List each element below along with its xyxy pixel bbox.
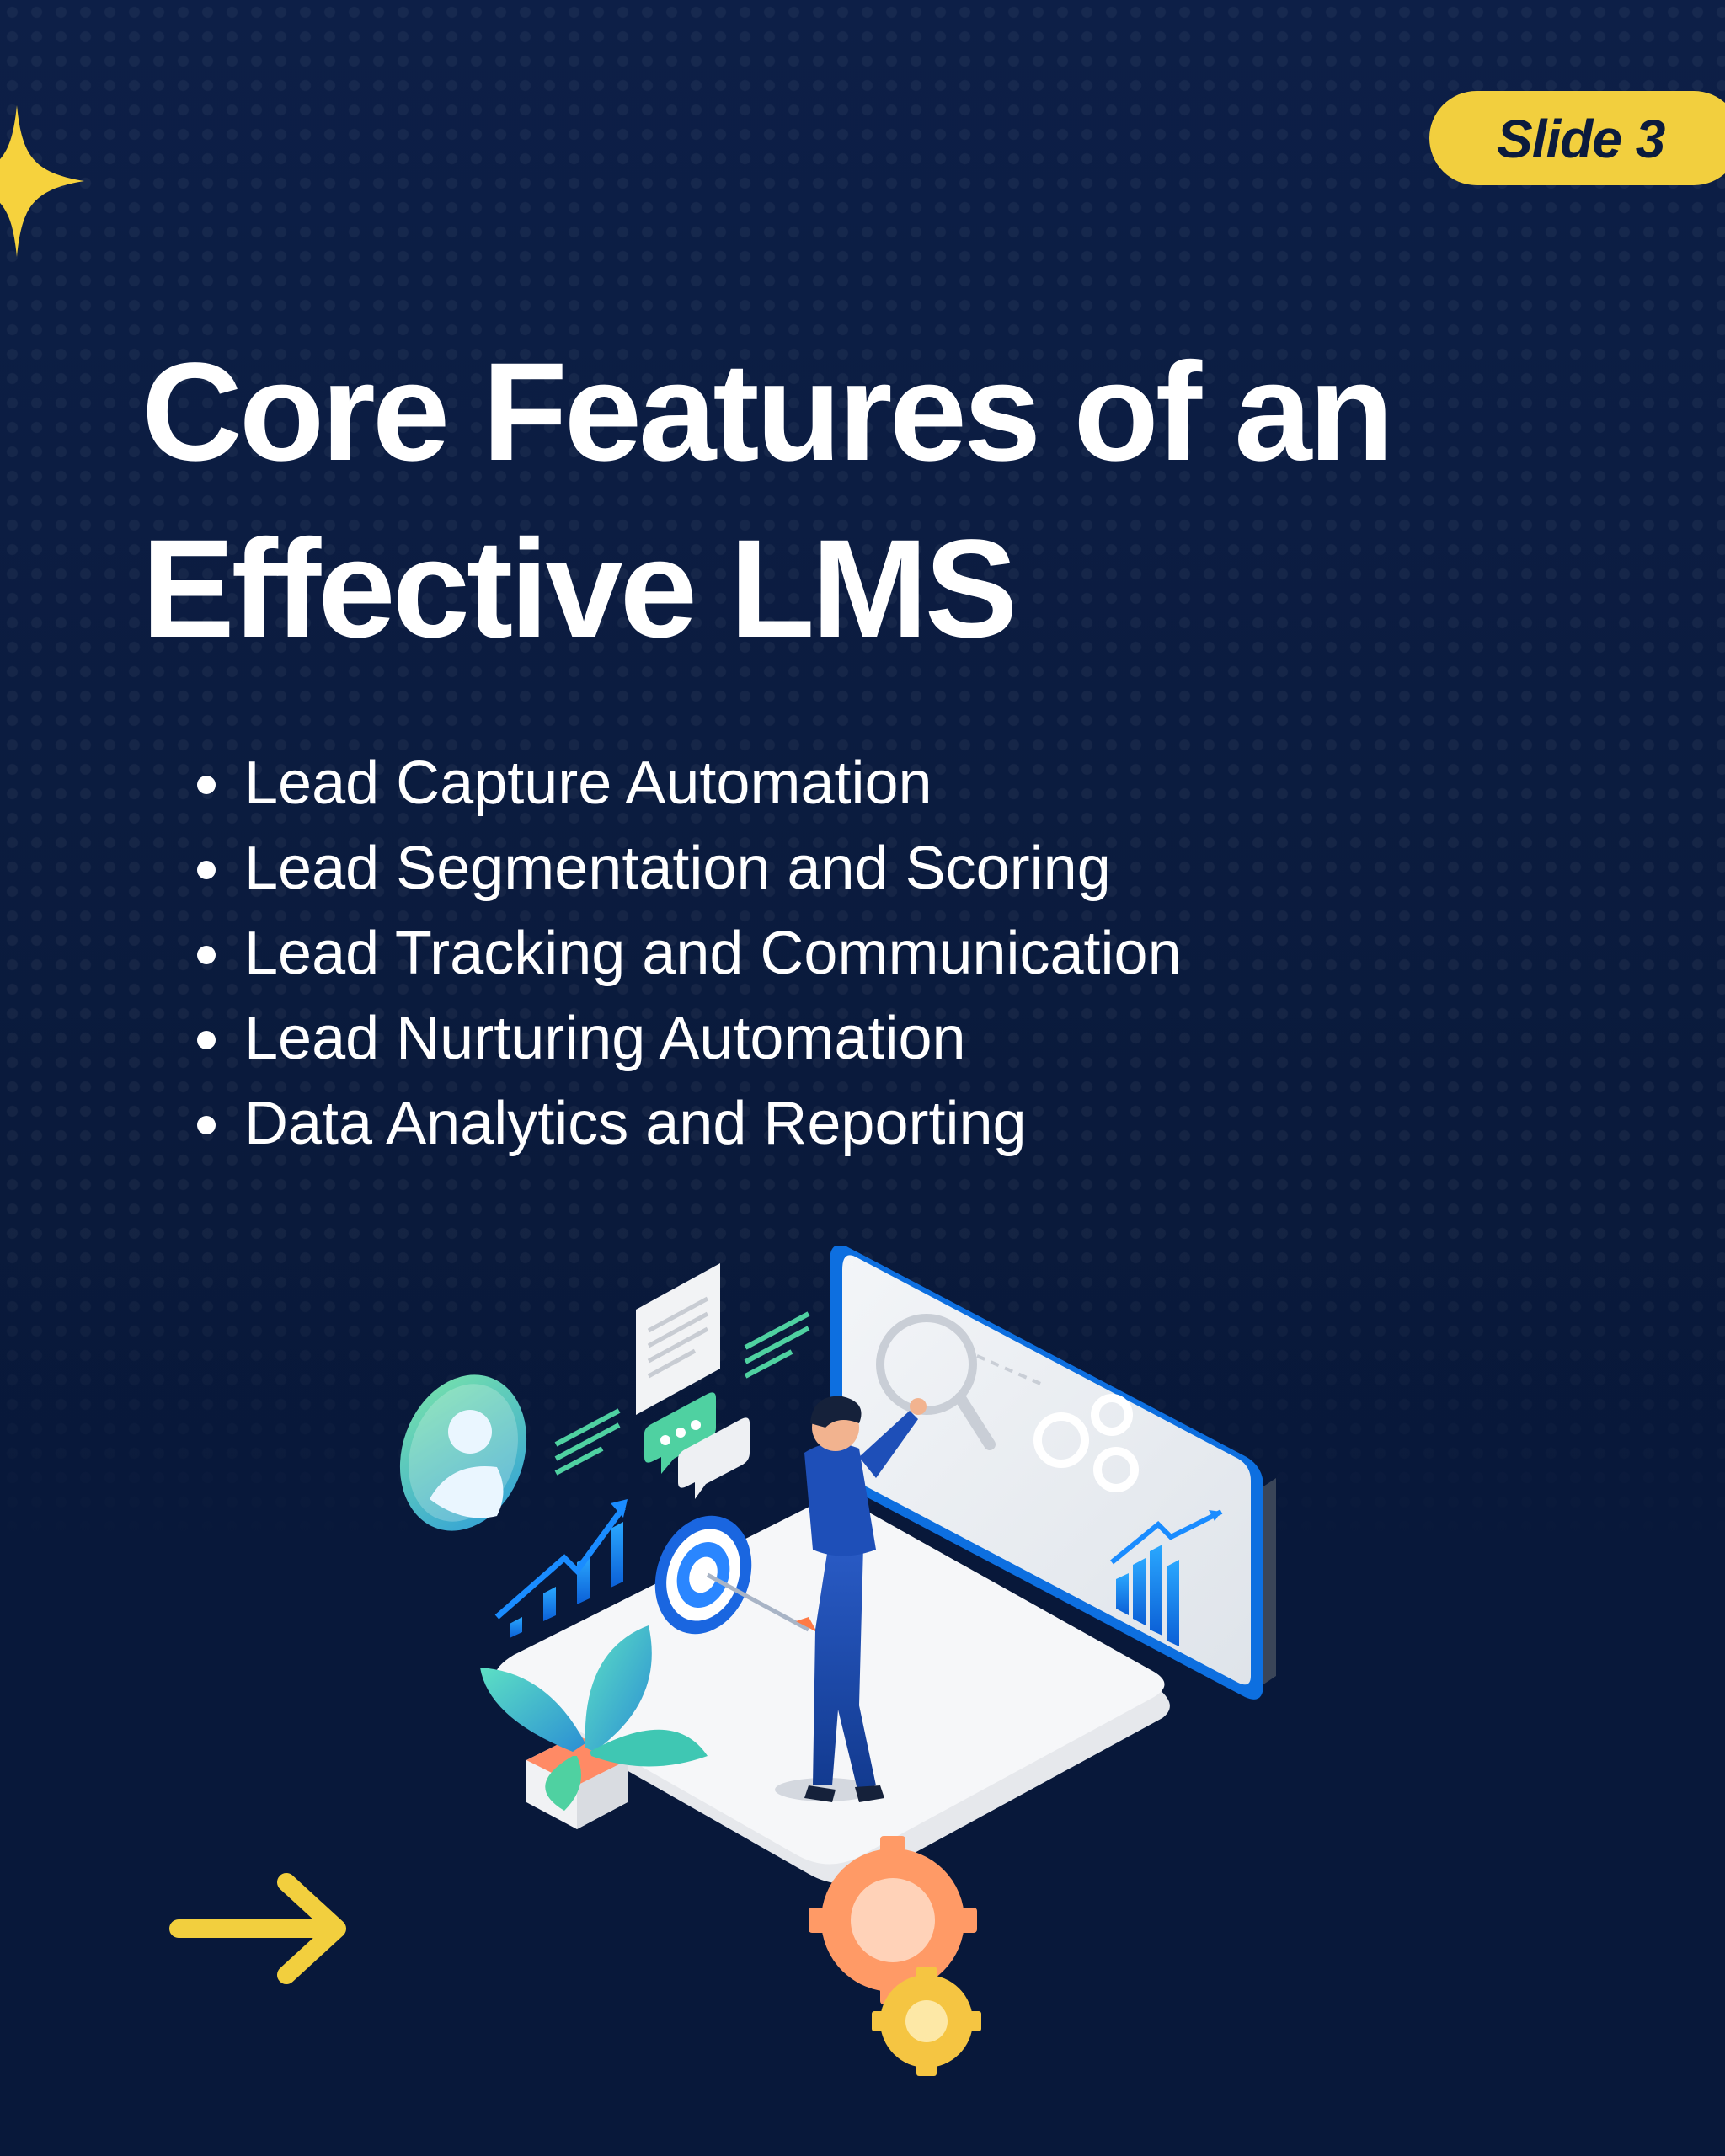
feature-label: Lead Segmentation and Scoring <box>244 835 1111 902</box>
bullet-icon <box>197 776 216 794</box>
feature-item: Lead Tracking and Communication <box>192 911 1182 996</box>
feature-label: Lead Tracking and Communication <box>244 920 1182 987</box>
feature-label: Lead Capture Automation <box>244 750 932 817</box>
bullet-icon <box>197 861 216 879</box>
page-title: Core Features of an Effective LMS <box>142 334 1394 667</box>
feature-item: Lead Capture Automation <box>192 741 1182 826</box>
feature-list: Lead Capture Automation Lead Segmentatio… <box>192 741 1182 1166</box>
bullet-icon <box>197 1116 216 1134</box>
feature-item: Lead Segmentation and Scoring <box>192 826 1182 911</box>
sparkle-icon <box>0 105 84 257</box>
feature-item: Lead Nurturing Automation <box>192 996 1182 1081</box>
arrow-right-icon[interactable] <box>168 1870 354 1988</box>
feature-label: Lead Nurturing Automation <box>244 1005 966 1072</box>
slide-number-label: Slide 3 <box>1497 109 1665 169</box>
slide-number-badge: Slide 3 <box>1429 91 1725 185</box>
bullet-icon <box>197 1031 216 1049</box>
feature-item: Data Analytics and Reporting <box>192 1081 1182 1166</box>
lms-analytics-illustration <box>399 1246 1276 2076</box>
feature-label: Data Analytics and Reporting <box>244 1090 1027 1157</box>
bullet-icon <box>197 946 216 964</box>
